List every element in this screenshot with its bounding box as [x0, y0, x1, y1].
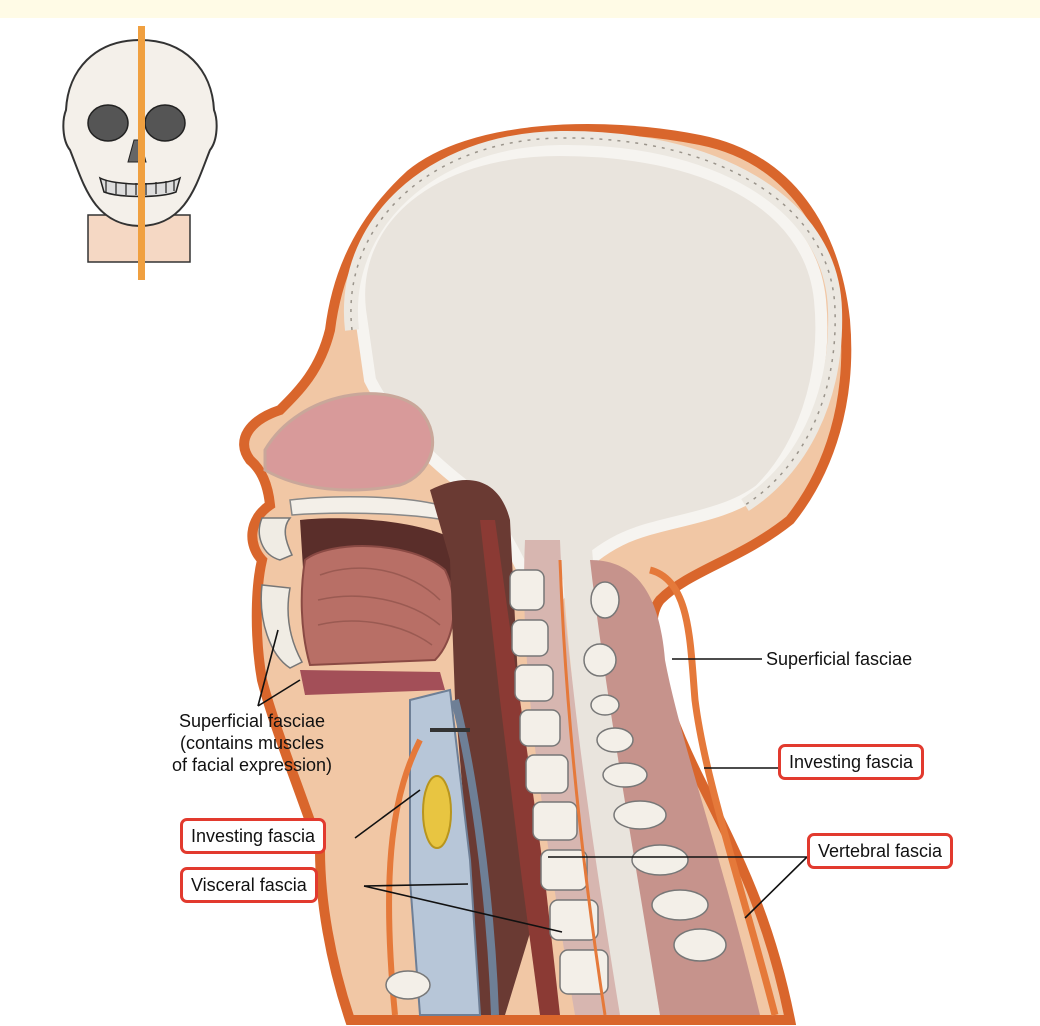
label-superficial-fasciae-right: Superficial fasciae	[766, 649, 913, 669]
label-superficial-left-line2: (contains muscles	[179, 733, 325, 753]
label-investing-fascia-right: Investing fascia	[778, 744, 925, 780]
leader-visceral-1	[363, 883, 469, 887]
posterior-neck-muscles	[590, 560, 760, 1015]
thyroid-gland	[422, 775, 452, 849]
pharynx	[430, 480, 540, 1015]
skull-section-icon	[62, 26, 218, 280]
label-visceral-fascia: Visceral fascia	[180, 867, 318, 903]
larynx	[409, 688, 482, 1016]
top-strip	[0, 0, 1040, 18]
leader-lines	[257, 629, 808, 933]
label-superficial-fasciae-left: Superficial fasciae (contains muscles of…	[132, 710, 372, 776]
sagittal-section	[239, 124, 852, 1025]
leader-vertebral-2	[744, 856, 808, 919]
tongue	[300, 545, 455, 667]
leader-visceral-2	[363, 885, 563, 933]
label-superficial-left-line3: of facial expression)	[171, 755, 333, 775]
label-superficial-left-line1: Superficial fasciae	[178, 711, 326, 731]
leader-investing-left	[354, 789, 421, 839]
label-vertebral-fascia: Vertebral fascia	[807, 833, 954, 869]
leader-superficial-left-2	[257, 679, 301, 707]
label-investing-fascia-left: Investing fascia	[180, 818, 327, 854]
leader-superficial-left-1	[257, 629, 279, 707]
nasal-cavity	[263, 392, 435, 492]
